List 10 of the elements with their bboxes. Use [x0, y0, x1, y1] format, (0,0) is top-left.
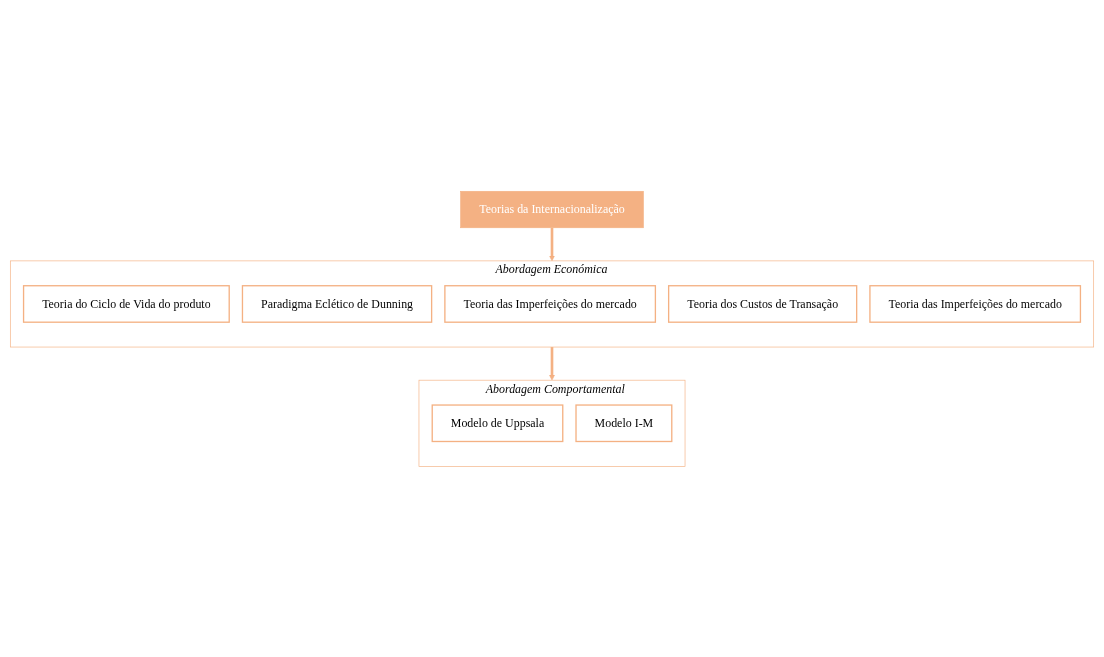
node-box: Teoria das Imperfeições do mercado [869, 284, 1082, 323]
node-box: Modelo I-M [575, 404, 673, 442]
node-box: Teoria do Ciclo de Vida do produto [22, 284, 230, 323]
node-box: Teoria das Imperfeições do mercado [444, 284, 657, 323]
node-box: Teoria dos Custos de Transação [667, 284, 858, 323]
node-box: Paradigma Eclético de Dunning [241, 284, 433, 323]
arrow [549, 227, 555, 261]
node-box: Teorias da Internacionalização [460, 190, 644, 228]
arrow [549, 346, 555, 381]
node-box: Modelo de Uppsala [431, 404, 564, 442]
